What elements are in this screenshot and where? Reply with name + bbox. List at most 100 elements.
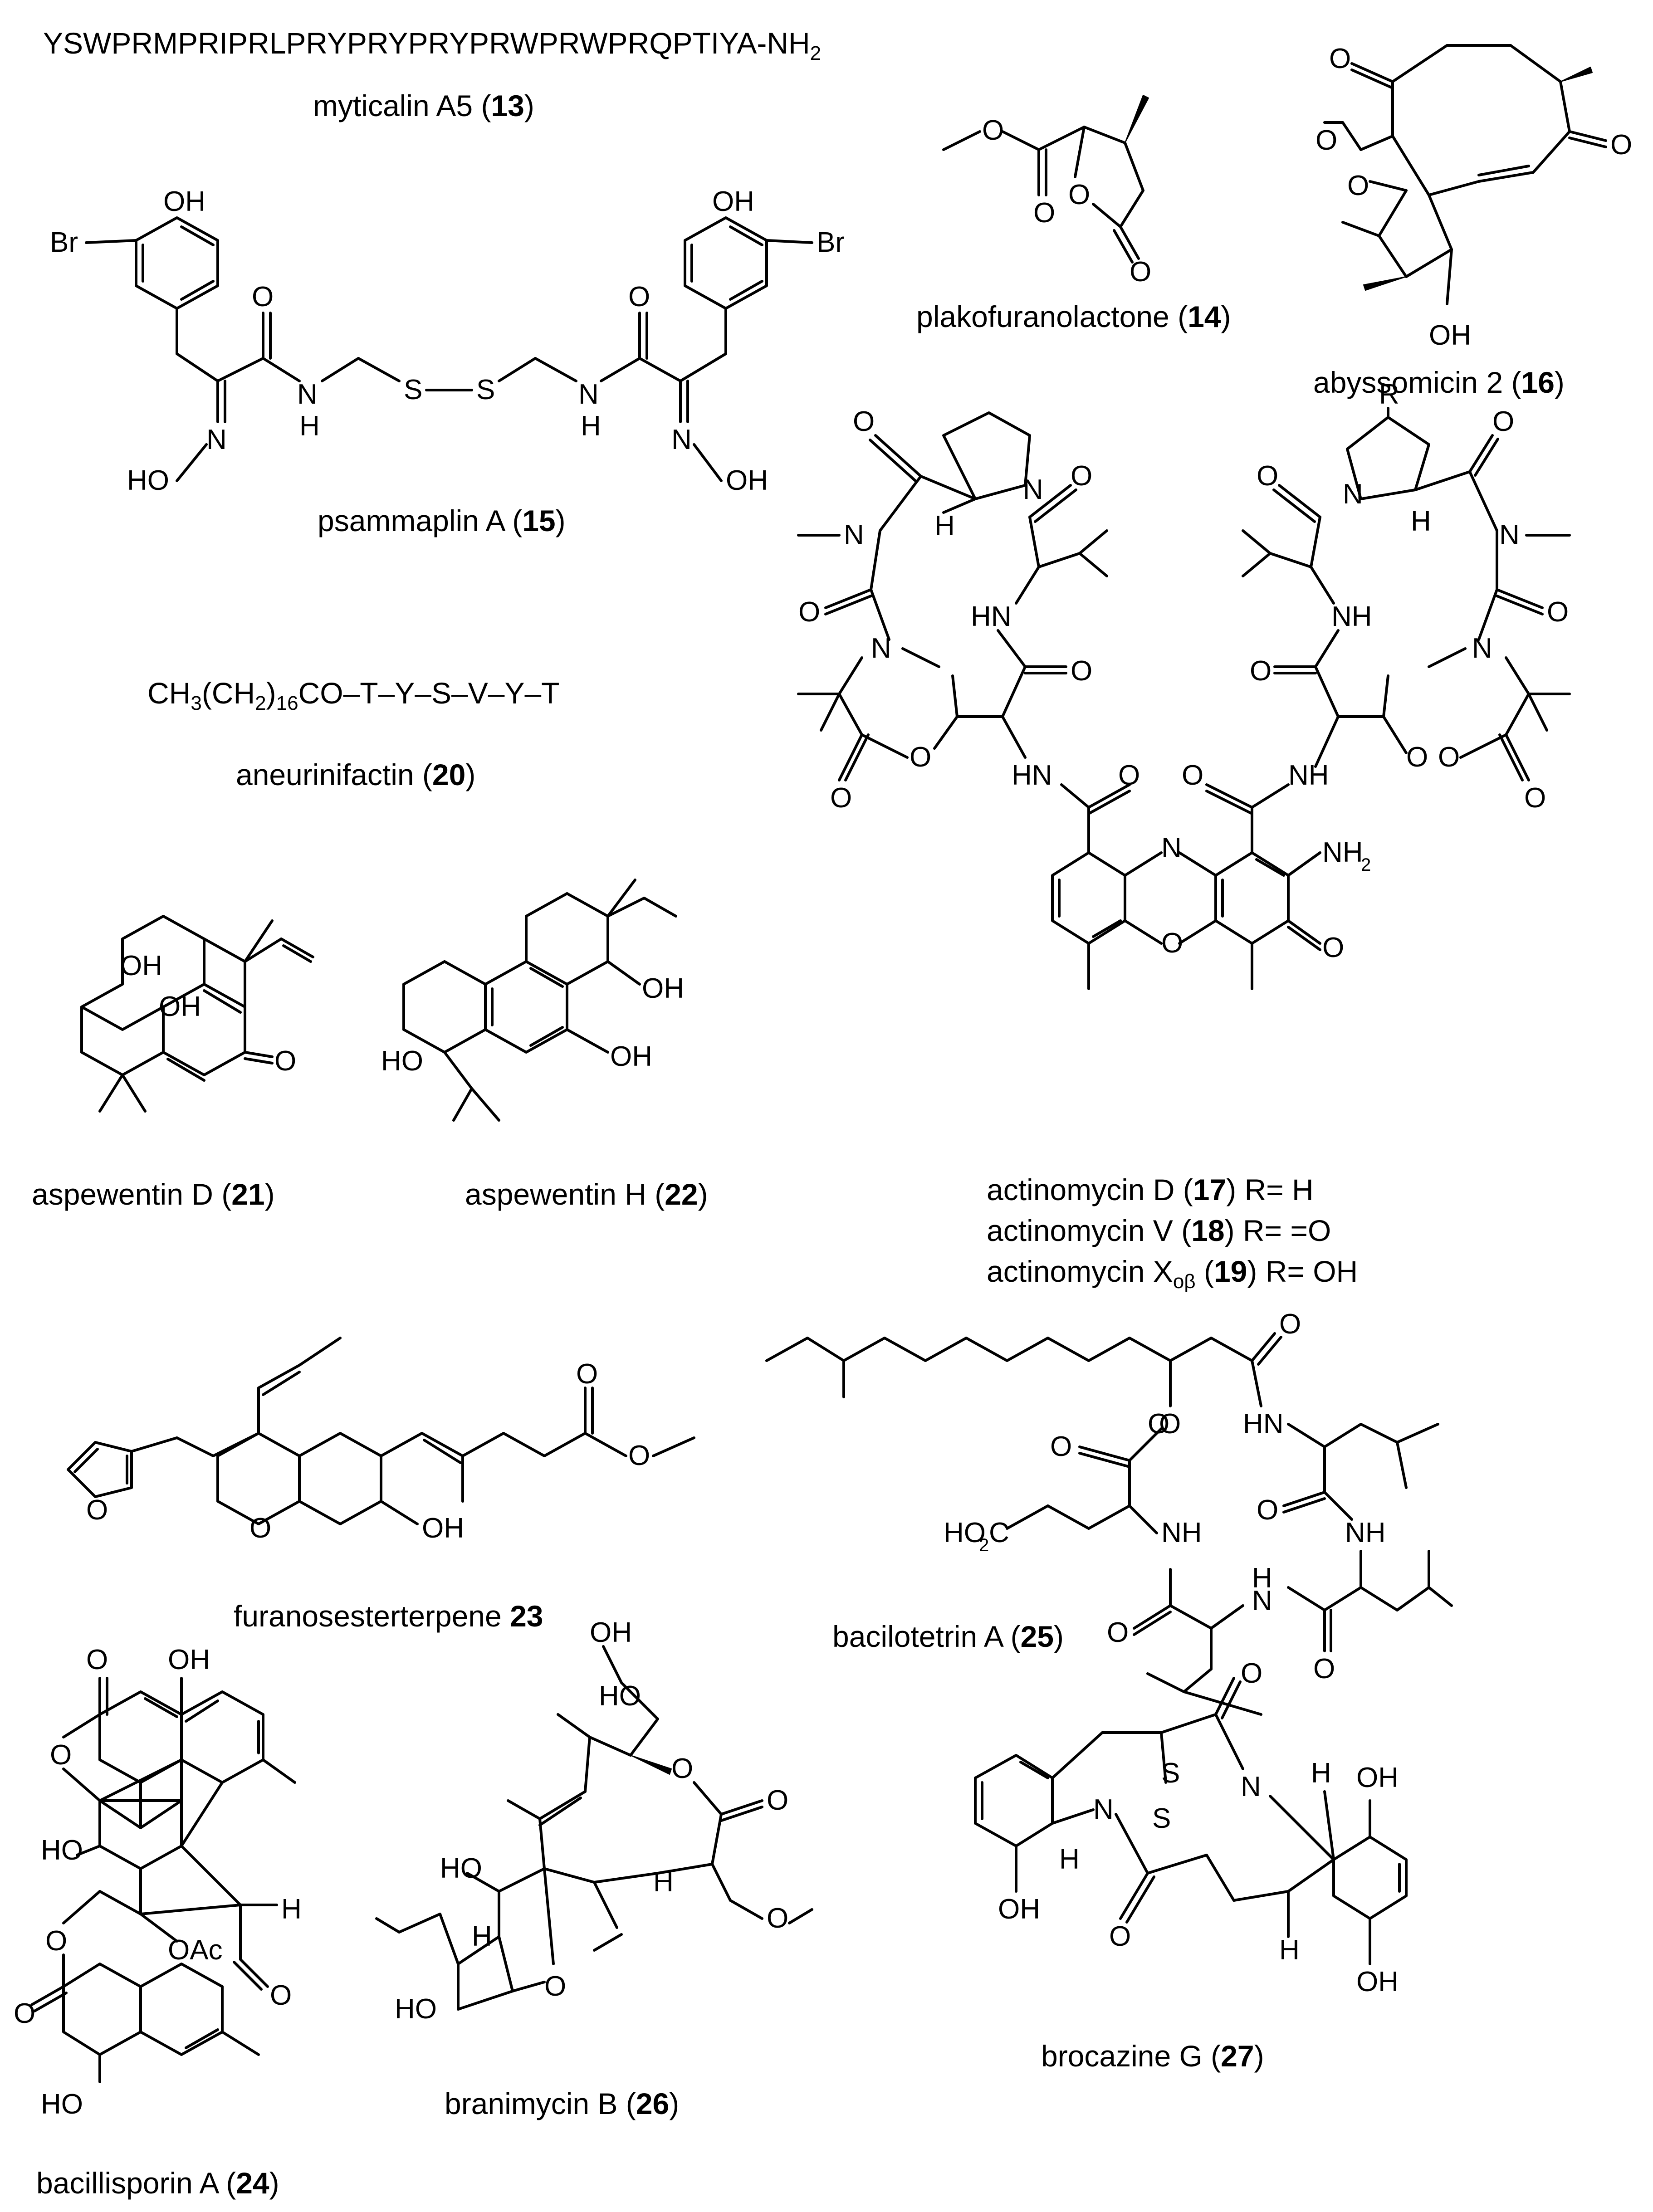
- svg-text:O: O: [798, 596, 820, 628]
- svg-text:N: N: [1023, 474, 1043, 505]
- svg-text:O: O: [853, 406, 875, 437]
- peptide-sequence: YSWPRMPRIPRLPRYPRYPRYPRWPRWPRQPTIYA-NH2: [43, 26, 822, 65]
- svg-text:O: O: [1547, 596, 1569, 628]
- svg-text:Br: Br: [50, 227, 78, 258]
- bacillisporin-structure: O O OH HO OAc H O O O HO: [14, 1644, 302, 2120]
- svg-text:O: O: [1109, 1921, 1131, 1952]
- plakofuranolactone-structure: O O O O: [942, 95, 1151, 288]
- aspewentin-h-structure: HO OH OH: [381, 879, 684, 1122]
- svg-text:O: O: [1406, 742, 1428, 773]
- svg-text:OH: OH: [168, 1644, 210, 1675]
- caption-plakofuranolactone: plakofuranolactone (14): [916, 300, 1231, 333]
- svg-text:O: O: [14, 1998, 35, 2029]
- caption-myticalin: myticalin A5 (13): [313, 89, 534, 122]
- svg-text:H: H: [1411, 506, 1431, 537]
- svg-text:O: O: [252, 281, 274, 313]
- svg-text:N: N: [1472, 633, 1492, 664]
- svg-text:HO: HO: [440, 1853, 482, 1884]
- svg-text:OH: OH: [610, 1041, 652, 1072]
- svg-text:O: O: [628, 1440, 650, 1471]
- actinomycin-structure: N H O N O N O O HN O HN O O N O: [797, 379, 1571, 990]
- caption-psammaplin: psammaplin A (15): [318, 504, 566, 537]
- svg-text:NH: NH: [1345, 1517, 1386, 1548]
- svg-text:O: O: [1071, 460, 1092, 492]
- svg-text:OH: OH: [642, 973, 684, 1004]
- svg-text:N: N: [1252, 1585, 1272, 1616]
- svg-text:NH: NH: [1288, 760, 1329, 791]
- svg-text:N: N: [871, 633, 891, 664]
- brocazine-structure: OH O N S S N H O H OH H OH: [974, 1658, 1408, 1997]
- caption-furanosesterterpene: furanosesterterpene 23: [234, 1599, 543, 1633]
- svg-text:OH: OH: [998, 1894, 1040, 1925]
- abyssomicin-structure: O O O O OH: [1316, 43, 1632, 351]
- caption-abyssomicin: abyssomicin 2 (16): [1313, 366, 1565, 399]
- svg-text:HO: HO: [395, 1993, 437, 2025]
- svg-text:O: O: [86, 1494, 108, 1526]
- svg-text:Br: Br: [817, 227, 845, 258]
- caption-bacilotetrin: bacilotetrin A (25): [832, 1620, 1064, 1653]
- svg-text:O: O: [1182, 760, 1203, 791]
- svg-text:N: N: [671, 424, 692, 455]
- svg-text:NH: NH: [1331, 601, 1372, 632]
- svg-text:N: N: [1343, 479, 1363, 510]
- svg-text:HO: HO: [127, 465, 169, 496]
- aspewentin-d-structure: O OH OH: [80, 915, 314, 1113]
- svg-text:O: O: [1257, 1494, 1278, 1526]
- svg-text:C: C: [989, 1517, 1009, 1548]
- svg-text:O: O: [1313, 1653, 1335, 1685]
- svg-text:S: S: [476, 374, 495, 405]
- svg-text:O: O: [576, 1358, 598, 1390]
- svg-text:O: O: [910, 742, 931, 773]
- svg-text:O: O: [1130, 256, 1151, 288]
- svg-text:HN: HN: [1012, 760, 1052, 791]
- svg-text:H: H: [934, 510, 955, 542]
- branimycin-structure: OH HO O O O H O HO H HO: [375, 1617, 813, 2025]
- svg-text:OH: OH: [163, 186, 205, 217]
- svg-text:O: O: [1071, 655, 1092, 687]
- svg-text:O: O: [1118, 760, 1140, 791]
- svg-text:O: O: [671, 1753, 693, 1784]
- svg-text:S: S: [1152, 1803, 1171, 1834]
- svg-text:2: 2: [979, 1535, 989, 1555]
- svg-text:O: O: [274, 1045, 296, 1077]
- svg-text:O: O: [544, 1971, 566, 2002]
- svg-text:O: O: [50, 1739, 72, 1771]
- svg-text:HN: HN: [971, 601, 1012, 632]
- svg-text:HO: HO: [41, 2089, 83, 2120]
- svg-text:OH: OH: [726, 465, 768, 496]
- svg-text:H: H: [653, 1866, 674, 1898]
- svg-text:OAc: OAc: [168, 1934, 223, 1966]
- svg-text:O: O: [1316, 125, 1337, 156]
- svg-text:O: O: [1241, 1658, 1262, 1689]
- svg-text:O: O: [830, 782, 852, 814]
- svg-text:O: O: [1347, 170, 1369, 201]
- svg-text:H: H: [1279, 1934, 1300, 1966]
- svg-text:O: O: [767, 1903, 788, 1934]
- svg-text:OH: OH: [120, 950, 162, 981]
- svg-text:NH: NH: [1161, 1517, 1202, 1548]
- svg-text:OH: OH: [1356, 1762, 1399, 1793]
- svg-text:OH: OH: [590, 1617, 632, 1648]
- caption-actinomycin-v: actinomycin V (18) R= =O: [987, 1214, 1331, 1247]
- svg-text:O: O: [1050, 1431, 1072, 1462]
- svg-text:O: O: [1279, 1309, 1301, 1340]
- svg-text:O: O: [45, 1925, 67, 1957]
- svg-text:O: O: [1107, 1617, 1129, 1648]
- caption-aspewentin-d: aspewentin D (21): [32, 1177, 275, 1211]
- svg-text:H: H: [299, 410, 320, 442]
- svg-text:H: H: [281, 1894, 302, 1925]
- svg-text:O: O: [270, 1980, 292, 2011]
- aneurinifactin-formula: CH3(CH2)16CO–T–Y–S–V–Y–T: [147, 676, 560, 715]
- svg-text:O: O: [1068, 179, 1090, 210]
- svg-text:NH: NH: [1322, 837, 1363, 868]
- svg-text:S: S: [404, 374, 422, 405]
- svg-text:N: N: [1499, 519, 1520, 551]
- svg-text:OH: OH: [1429, 320, 1471, 351]
- psammaplin-structure: OH Br N HO O N H S S N H O N OH OH Br: [50, 186, 845, 496]
- svg-text:O: O: [1250, 655, 1272, 687]
- svg-text:HO: HO: [381, 1045, 423, 1077]
- svg-text:O: O: [1524, 782, 1546, 814]
- svg-text:S: S: [1161, 1758, 1180, 1789]
- svg-text:O: O: [767, 1785, 788, 1816]
- caption-brocazine: brocazine G (27): [1041, 2039, 1264, 2073]
